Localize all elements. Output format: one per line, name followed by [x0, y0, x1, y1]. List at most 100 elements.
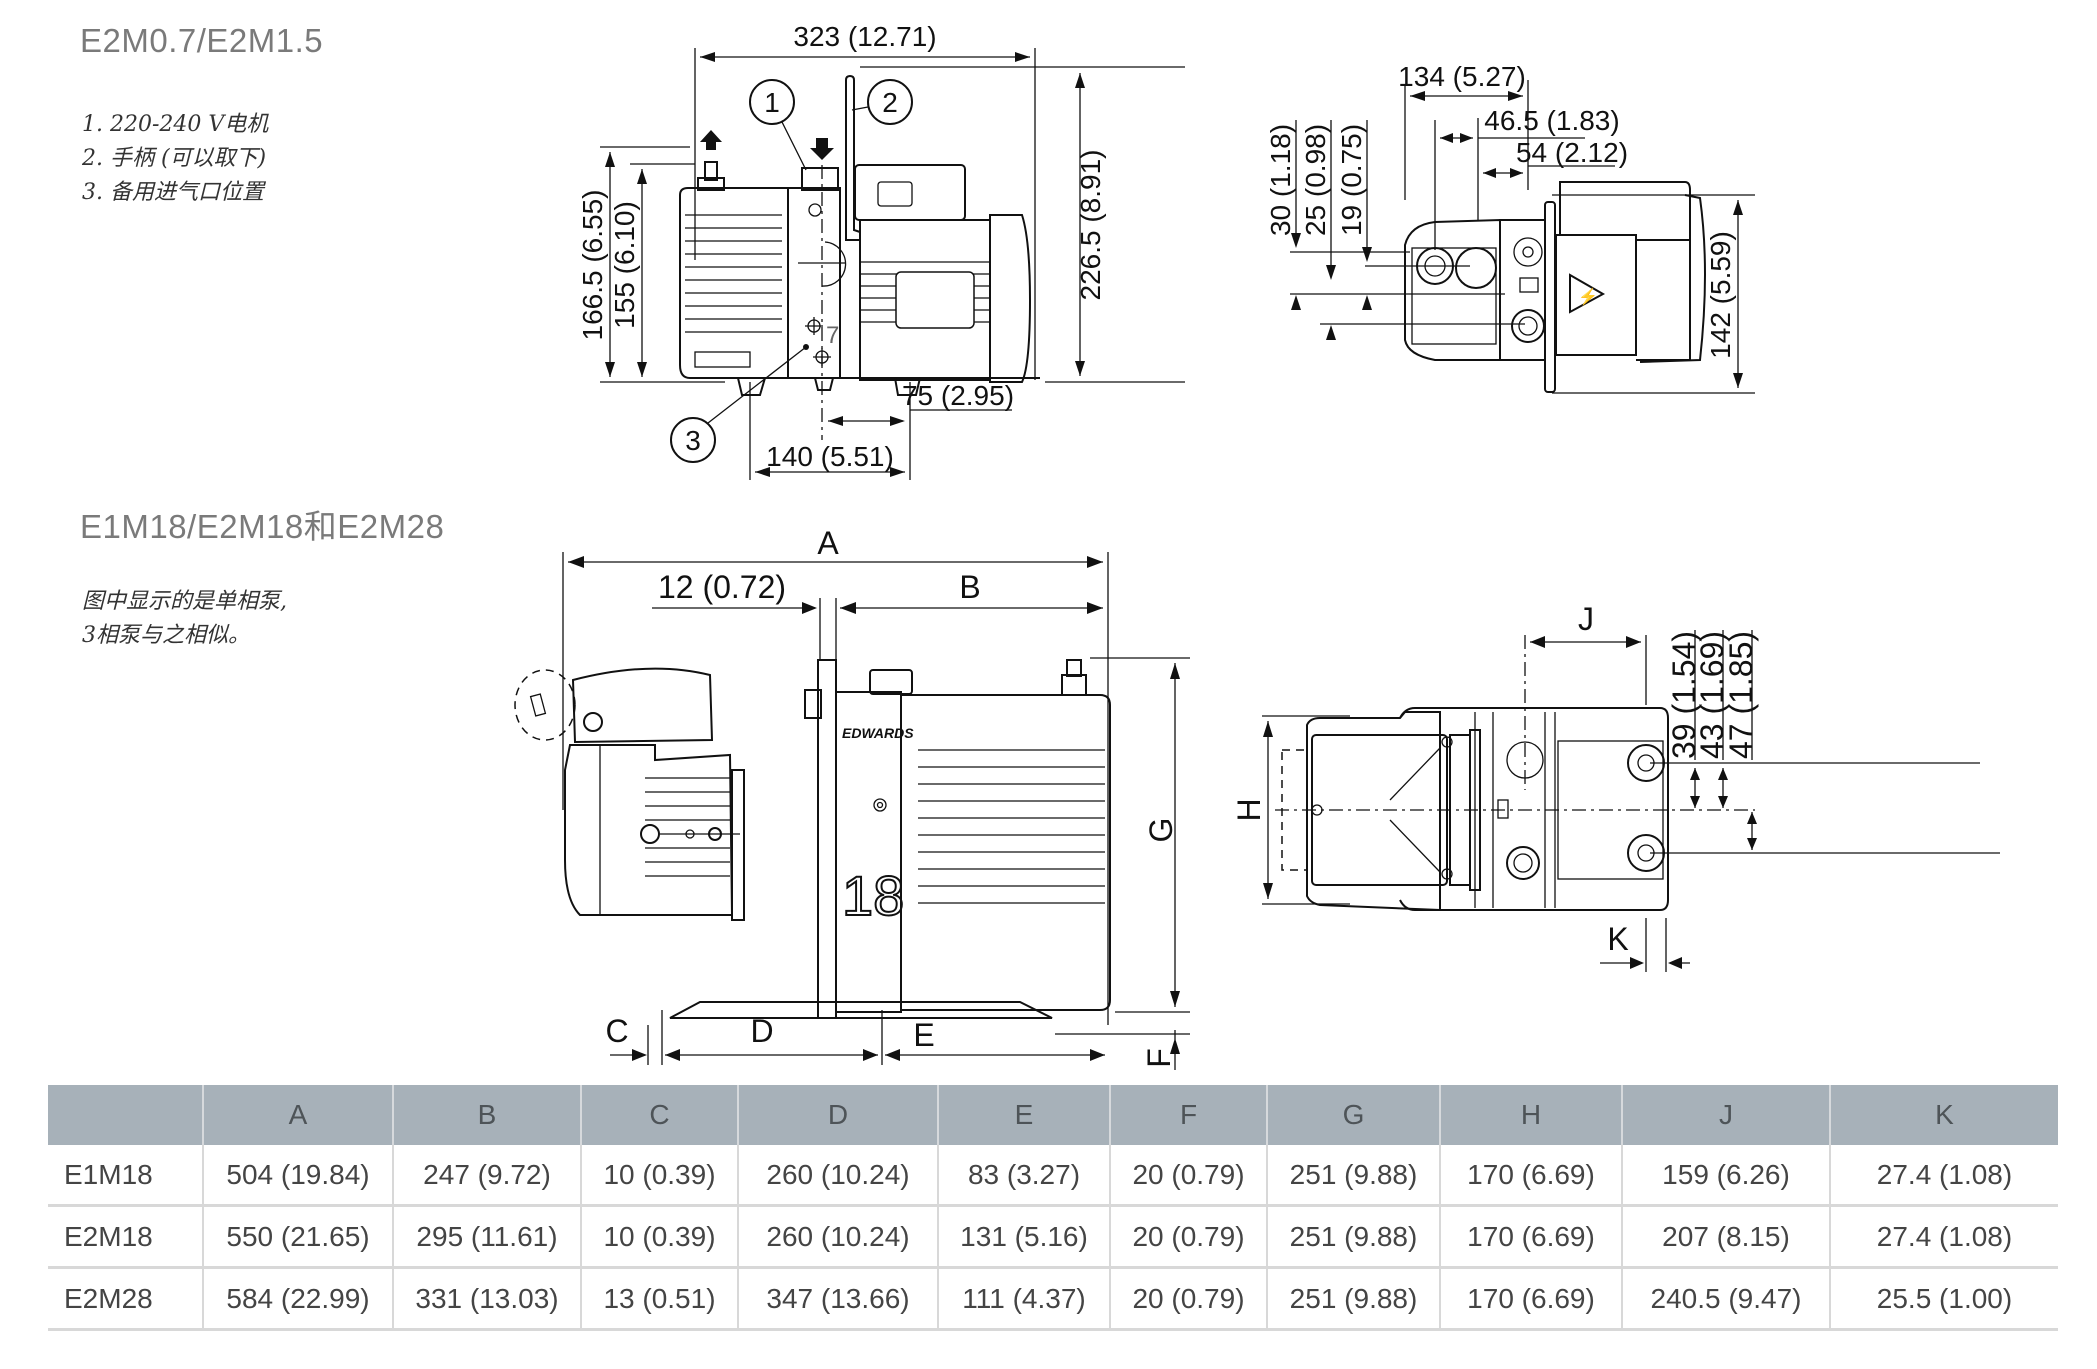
dim-134: 134 (5.27) [1398, 61, 1526, 92]
callout-2: 2 [882, 87, 898, 118]
cell: 20 (0.79) [1110, 1205, 1268, 1269]
model-number: 18 [842, 864, 904, 927]
notes-e1m18: 图中显示的是单相泵, 3相泵与之相似。 [82, 585, 287, 653]
note-3: 3. 备用进气口位置 [82, 180, 264, 205]
e1m18-side-view-drawing: A 12 (0.72) B EDWARDS 18 [514, 525, 1190, 1070]
cell: 159 (6.26) [1622, 1145, 1831, 1207]
cell: 27.4 (1.08) [1830, 1145, 2058, 1207]
handle [845, 74, 861, 241]
cell: 347 (13.66) [738, 1267, 939, 1331]
dim-39: 39 (1.54) [1666, 631, 1702, 759]
motor-top [1306, 711, 1441, 912]
pump-base [669, 1001, 1053, 1019]
cell: 550 (21.65) [203, 1205, 394, 1269]
header-model [48, 1085, 204, 1145]
cell-model: E1M18 [48, 1145, 204, 1207]
dim-overall-height: 226.5 (8.91) [1075, 150, 1106, 301]
header-B: B [393, 1085, 582, 1145]
header-D: D [738, 1085, 939, 1145]
e2m07-side-view-drawing: 323 (12.71) 226.5 (8.91) 166.5 (6.55) 15… [577, 21, 1185, 480]
cell: 240.5 (9.47) [1622, 1267, 1831, 1331]
dim-height-inlet: 155 (6.10) [609, 201, 640, 329]
cell: 10 (0.39) [581, 1145, 739, 1207]
callout-3: 3 [685, 425, 701, 456]
cell: 251 (9.88) [1267, 1205, 1441, 1269]
header-F: F [1110, 1085, 1268, 1145]
cell: 170 (6.69) [1440, 1145, 1623, 1207]
table-row: E1M18 504 (19.84) 247 (9.72) 10 (0.39) 2… [48, 1145, 2058, 1207]
header-J: J [1622, 1085, 1831, 1145]
header-K: K [1830, 1085, 2058, 1145]
cell: 295 (11.61) [393, 1205, 582, 1269]
dim-25: 25 (0.98) [1300, 124, 1331, 236]
body-mark-7: 7 [826, 322, 839, 349]
cell: 20 (0.79) [1110, 1145, 1268, 1207]
table-header-row: A B C D E F G H J K [48, 1085, 2058, 1145]
label-F: F [1141, 1048, 1177, 1068]
label-C: C [605, 1013, 628, 1049]
motor-fan-cover [989, 214, 1032, 383]
svg-text:⚡: ⚡ [1578, 287, 1598, 306]
notes-e2m07: 1. 220-240 V电机 2. 手柄 (可以取下) 3. 备用进气口位置 [82, 108, 268, 210]
e2m07-top-view-drawing: 134 (5.27) 46.5 (1.83) 54 (2.12) 30 (1.1… [1265, 61, 1755, 394]
label-A: A [817, 525, 839, 561]
label-E: E [913, 1017, 934, 1053]
header-E: E [938, 1085, 1111, 1145]
e1m18-top-view-drawing: J H 39 (1.54) 43 (1.69) 47 (1.85) K [1231, 601, 2000, 972]
cell-model: E2M28 [48, 1267, 204, 1331]
cooling-fins [918, 749, 1105, 904]
motor-body [564, 744, 734, 916]
cell: 27.4 (1.08) [1830, 1205, 2058, 1269]
outlet-arrow-icon [700, 130, 722, 150]
cell: 331 (13.03) [393, 1267, 582, 1331]
dim-46-5: 46.5 (1.83) [1484, 105, 1619, 136]
cable-gland-outline [514, 669, 576, 741]
cell: 207 (8.15) [1622, 1205, 1831, 1269]
label-K: K [1607, 921, 1628, 957]
label-D: D [750, 1013, 773, 1049]
dim-142: 142 (5.59) [1705, 231, 1736, 359]
dim-overall-length: 323 (12.71) [793, 21, 936, 52]
cell: 83 (3.27) [938, 1145, 1111, 1207]
cell: 25.5 (1.00) [1830, 1267, 2058, 1331]
table-row: E2M28 584 (22.99) 331 (13.03) 13 (0.51) … [48, 1267, 2058, 1331]
dim-12: 12 (0.72) [658, 569, 786, 605]
header-C: C [581, 1085, 739, 1145]
pump-top-body [1404, 218, 1501, 361]
cell: 131 (5.16) [938, 1205, 1111, 1269]
cell: 170 (6.69) [1440, 1205, 1623, 1269]
dim-foot-spacing: 140 (5.51) [766, 441, 894, 472]
motor-terminal-box [571, 667, 714, 744]
dim-19: 19 (0.75) [1336, 124, 1367, 236]
dim-height-outlet: 166.5 (6.55) [577, 190, 608, 341]
cell: 13 (0.51) [581, 1267, 739, 1331]
inlet-arrow-icon [810, 138, 834, 160]
label-B: B [959, 569, 980, 605]
cell: 10 (0.39) [581, 1205, 739, 1269]
warning-icon [1569, 273, 1606, 314]
cell: 251 (9.88) [1267, 1145, 1441, 1207]
dim-47: 47 (1.85) [1723, 631, 1759, 759]
table-row: E2M18 550 (21.65) 295 (11.61) 10 (0.39) … [48, 1205, 2058, 1269]
note-single-phase: 图中显示的是单相泵, [82, 589, 287, 614]
cell-model: E2M18 [48, 1205, 204, 1269]
pump-top-body [1399, 707, 1669, 911]
cooling-fins [685, 214, 782, 333]
dim-foot-offset: 75 (2.95) [902, 380, 1014, 411]
cell: 170 (6.69) [1440, 1267, 1623, 1331]
label-H: H [1231, 798, 1267, 821]
cell: 504 (19.84) [203, 1145, 394, 1207]
cell: 20 (0.79) [1110, 1267, 1268, 1331]
dimensions-table: A B C D E F G H J K E1M18 504 (19.84) 24… [48, 1085, 2058, 1331]
label-J: J [1578, 601, 1594, 637]
callout-1: 1 [764, 87, 780, 118]
pump-body [679, 187, 789, 379]
dim-43: 43 (1.69) [1694, 631, 1730, 759]
cell: 247 (9.72) [393, 1145, 582, 1207]
section-title-e1m18: E1M18/E2M18和E2M28 [80, 508, 445, 545]
cell: 260 (10.24) [738, 1145, 939, 1207]
cell: 251 (9.88) [1267, 1267, 1441, 1331]
cell: 260 (10.24) [738, 1205, 939, 1269]
note-1: 1. 220-240 V电机 [82, 112, 269, 137]
cell: 111 (4.37) [938, 1267, 1111, 1331]
